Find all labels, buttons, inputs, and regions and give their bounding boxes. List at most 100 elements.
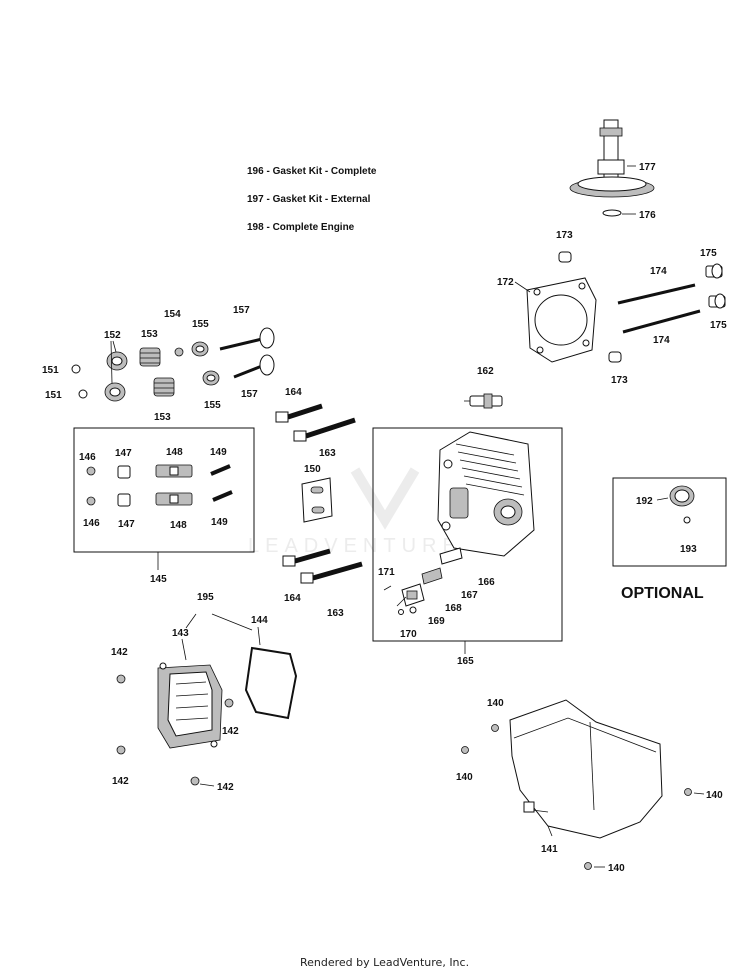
camshaft-177[interactable]	[569, 119, 655, 198]
push-rod-174-bottom[interactable]	[622, 309, 701, 334]
callout-157-top: 157	[233, 305, 250, 316]
valve-spring-153-top[interactable]	[139, 347, 161, 367]
callout-142-b: 142	[222, 726, 239, 737]
nut-146-bottom[interactable]	[86, 496, 96, 506]
push-rod-174-top[interactable]	[617, 283, 696, 305]
bolt-142-a[interactable]	[116, 674, 126, 684]
callout-155-top: 155	[192, 319, 209, 330]
push-rod-guide-150[interactable]	[301, 477, 333, 523]
valve-cover-gasket-144[interactable]	[244, 646, 298, 720]
screw-140-a[interactable]	[491, 724, 499, 732]
valve-spring-153-bottom[interactable]	[153, 377, 175, 397]
spark-plug-162[interactable]	[464, 393, 503, 409]
callout-164-top: 164	[285, 387, 302, 398]
kit-note-198: 198 - Complete Engine	[247, 222, 355, 233]
callout-175-top: 175	[700, 248, 717, 259]
nut-146-top[interactable]	[86, 466, 96, 476]
callout-163-top: 163	[319, 448, 336, 459]
bolt-142-b[interactable]	[224, 698, 234, 708]
callout-142-a: 142	[111, 647, 128, 658]
valve-cover-143[interactable]	[157, 662, 223, 749]
valve-157-top[interactable]	[219, 327, 275, 351]
callout-140-b: 140	[456, 772, 473, 783]
gasket-166[interactable]	[439, 547, 463, 565]
head-gasket-172[interactable]	[526, 277, 597, 363]
valve-seal-152-bottom[interactable]	[104, 382, 126, 402]
callout-164-bottom: 164	[284, 593, 301, 604]
callout-171: 171	[378, 567, 395, 578]
washer-169[interactable]	[409, 606, 417, 614]
callout-145: 145	[150, 574, 167, 585]
washer-170[interactable]	[398, 609, 404, 615]
valve-retainer-154[interactable]	[174, 347, 184, 357]
tappet-175-top[interactable]	[705, 263, 723, 279]
cylinder-shroud-141[interactable]	[509, 699, 663, 839]
head-bolt-163-bottom[interactable]	[300, 561, 363, 584]
dowel-pin-173-bottom[interactable]	[608, 351, 622, 363]
breather-192[interactable]	[669, 485, 695, 507]
valve-cap-151-bottom[interactable]	[78, 389, 88, 399]
dowel-pin-173-top[interactable]	[558, 251, 572, 263]
optional-box	[612, 477, 727, 567]
callout-175-bottom: 175	[710, 320, 727, 331]
spring-seat-155-top[interactable]	[191, 341, 209, 357]
callout-163-bottom: 163	[327, 608, 344, 619]
screw-140-c[interactable]	[684, 788, 692, 796]
callout-152: 152	[104, 330, 121, 341]
callout-142-d: 142	[217, 782, 234, 793]
kit-note-197: 197 - Gasket Kit - External	[247, 194, 371, 205]
callout-142-c: 142	[112, 776, 129, 787]
head-bolt-164-top[interactable]	[275, 403, 323, 423]
callout-143: 143	[172, 628, 189, 639]
callout-193: 193	[680, 544, 697, 555]
head-bolt-164-bottom[interactable]	[282, 548, 331, 567]
callout-140-d: 140	[608, 863, 625, 874]
pivot-147-top[interactable]	[117, 465, 131, 479]
o-ring-176[interactable]	[602, 209, 622, 217]
callout-174-bottom: 174	[653, 335, 670, 346]
callout-154: 154	[164, 309, 181, 320]
gasket-168[interactable]	[401, 583, 425, 607]
footer-credit: Rendered by LeadVenture, Inc.	[300, 956, 469, 969]
callout-146-bottom: 146	[83, 518, 100, 529]
rocker-stud-149-bottom[interactable]	[212, 490, 233, 502]
spring-seat-155-bottom[interactable]	[202, 370, 220, 386]
screw-140-b[interactable]	[461, 746, 469, 754]
head-bolt-163-top[interactable]	[293, 417, 356, 442]
callout-169: 169	[428, 616, 445, 627]
callout-195: 195	[197, 592, 214, 603]
callout-141: 141	[541, 844, 558, 855]
screw-140-d[interactable]	[584, 862, 592, 870]
valve-157-bottom[interactable]	[233, 354, 275, 379]
cylinder-head[interactable]	[437, 431, 535, 557]
rocker-arm-148-bottom[interactable]	[155, 492, 193, 506]
insulator-167[interactable]	[421, 567, 443, 585]
callout-167: 167	[461, 590, 478, 601]
stud-171-b[interactable]	[396, 596, 407, 607]
bolt-142-d[interactable]	[190, 776, 200, 786]
rocker-arm-148-top[interactable]	[155, 464, 193, 478]
cylinder-head-box-165	[372, 427, 563, 642]
callout-192: 192	[636, 496, 653, 507]
grommet-193[interactable]	[683, 516, 691, 524]
kit-note-196: 196 - Gasket Kit - Complete	[247, 166, 377, 177]
callout-147-top: 147	[115, 448, 132, 459]
tappet-175-bottom[interactable]	[708, 293, 726, 309]
optional-label: OPTIONAL	[621, 585, 704, 602]
callout-144: 144	[251, 615, 268, 626]
callout-140-a: 140	[487, 698, 504, 709]
bolt-142-c[interactable]	[116, 745, 126, 755]
watermark: LEADVENTURE	[248, 467, 456, 557]
callout-147-bottom: 147	[118, 519, 135, 530]
callout-151-bottom: 151	[45, 390, 62, 401]
callout-148-bottom: 148	[170, 520, 187, 531]
callout-149-top: 149	[210, 447, 227, 458]
callout-162: 162	[477, 366, 494, 377]
valve-cap-151-top[interactable]	[71, 364, 81, 374]
callout-150: 150	[304, 464, 321, 475]
stud-171-a[interactable]	[383, 585, 392, 591]
valve-seal-152-top[interactable]	[106, 351, 128, 371]
pivot-147-bottom[interactable]	[117, 493, 131, 507]
rocker-stud-149-top[interactable]	[210, 464, 231, 476]
